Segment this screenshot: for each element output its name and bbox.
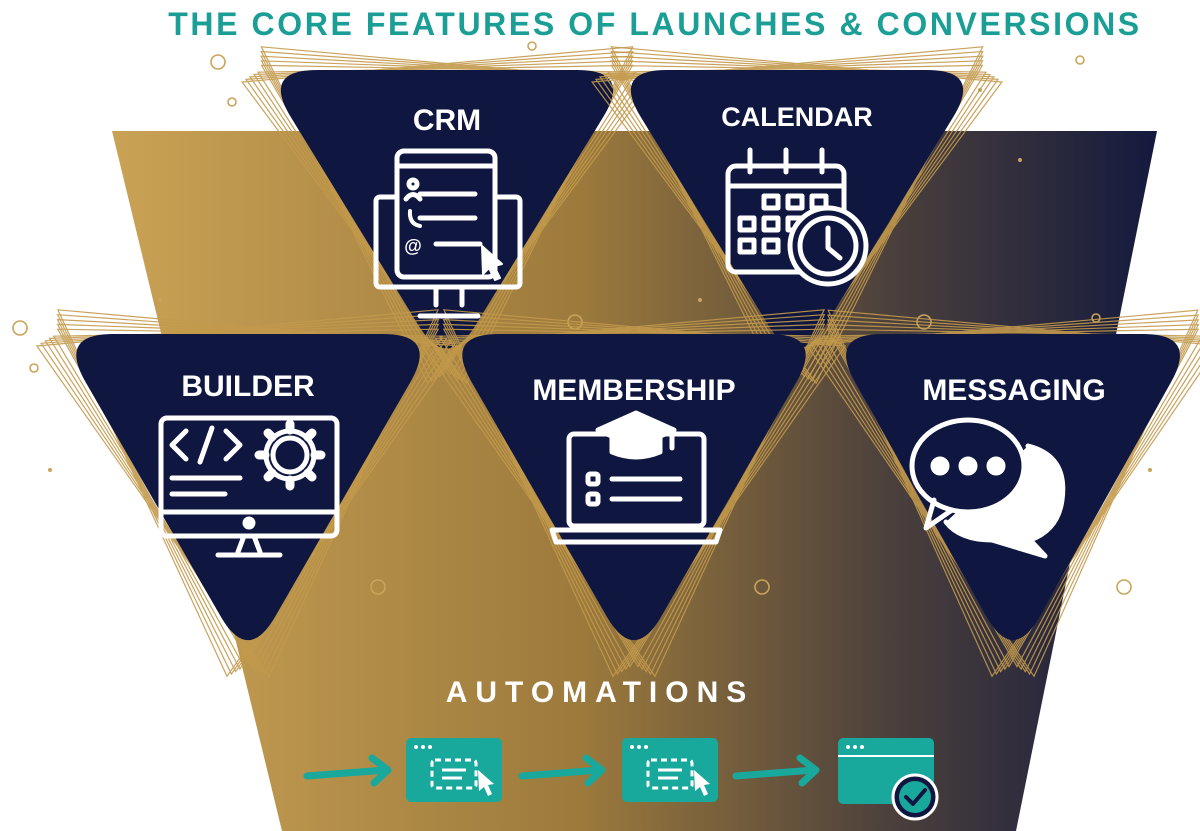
gold-line-frame [240,46,654,385]
arrow-icon [303,754,392,787]
feature-label-messaging: MESSAGING [922,374,1106,407]
gold-line-frame [806,309,1200,678]
browser-click-icon [622,738,718,802]
graduation-laptop-icon [549,410,723,545]
browser-click-icon [406,738,502,802]
feature-triangle-builder [35,309,461,678]
code-gear-monitor-icon [158,415,340,558]
feature-label-calendar: CALENDAR [721,102,873,132]
automation-flow [303,738,939,821]
feature-label-crm: CRM [412,104,482,137]
gold-line-frame [590,46,1004,385]
arrow-icon [518,754,606,787]
gold-line-frame [35,309,461,678]
feature-label-membership: MEMBERSHIP [532,374,736,407]
triangle-body [76,334,420,641]
chat-bubbles-icon [909,417,1066,559]
page-title: THE CORE FEATURES OF LAUNCHES & CONVERSI… [168,6,1142,42]
automations-label: AUTOMATIONS [445,676,755,709]
feature-label-builder: BUILDER [181,370,315,403]
svg-text:@: @ [404,236,422,256]
gold-line-frame [421,309,847,678]
feature-triangle-membership [421,309,847,678]
browser-check-icon [838,738,939,821]
crm-monitor-icon: @ [373,148,523,319]
arrow-icon [732,754,820,787]
calendar-clock-icon [725,147,869,287]
triangle-body [462,334,806,641]
